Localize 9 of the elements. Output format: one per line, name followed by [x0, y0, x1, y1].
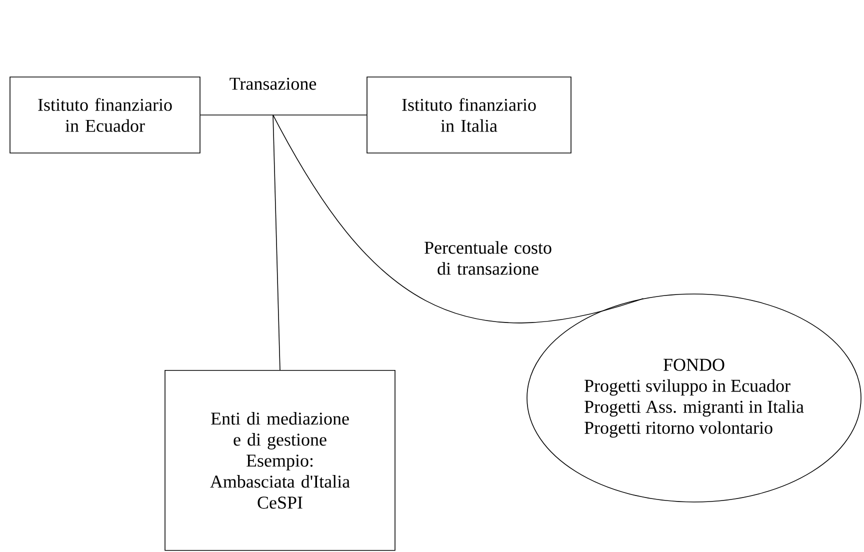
- connector-line: [272, 114, 367, 116]
- edge-label: Percentuale costo di transazione: [414, 240, 562, 276]
- text-box: Istituto finanziario in Italia: [366, 76, 572, 154]
- connector-line: [200, 114, 274, 116]
- text-box: Enti di mediazione e di gestione Esempio: Ambasciata d'Italia CeSPI: [164, 370, 396, 551]
- connector-line: [272, 114, 280, 370]
- hub-label: Transazione: [230, 78, 316, 90]
- text-box: Istituto finanziario in Ecuador: [10, 76, 200, 154]
- connector-line: [272, 114, 644, 324]
